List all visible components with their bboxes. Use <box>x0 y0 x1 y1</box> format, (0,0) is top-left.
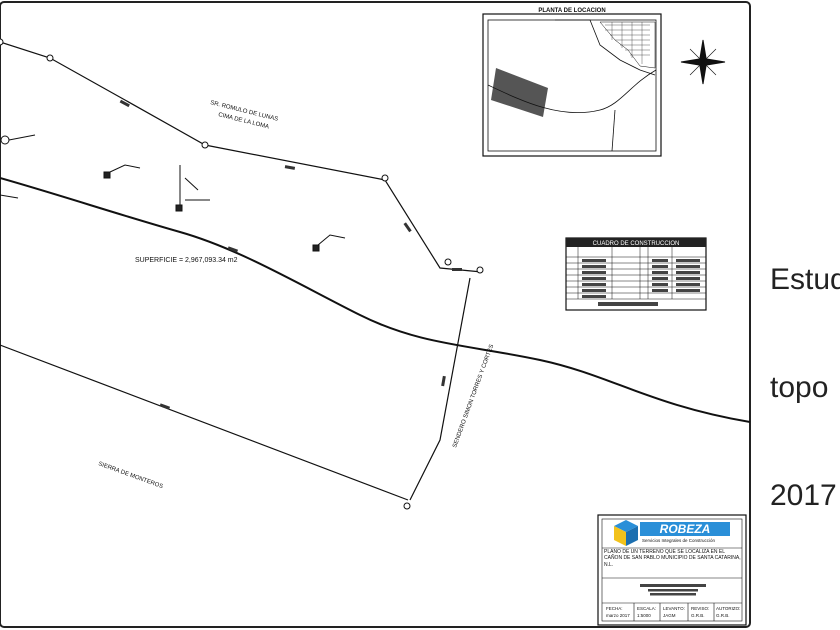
caption-line-2: topo <box>770 371 829 404</box>
cell-label-levanto: LEVANTO: <box>663 606 685 611</box>
construction-table-title: CUADRO DE CONSTRUCCION <box>593 241 680 247</box>
cell-value-fecha: marzo 2017 <box>606 613 630 618</box>
east-boundary <box>409 277 471 501</box>
cell-label-autorizo: AUTORIZO: <box>716 606 740 611</box>
south-boundary <box>0 344 409 501</box>
cell-label-reviso: REVISO: <box>691 606 709 611</box>
company-tagline: Servicios Integrales de Construcción <box>642 538 716 543</box>
construction-table: CUADRO DE CONSTRUCCION <box>565 237 707 311</box>
location-map-title: PLANTA DE LOCACION <box>538 8 605 14</box>
location-map-inset: PLANTA DE LOCACION <box>482 8 662 157</box>
caption-line-1: Estud <box>770 263 840 296</box>
east-label: SENDERO SIMON TORRES Y CORTES <box>452 344 495 449</box>
plan-description: PLANO DE UN TERRENO QUE SE LOCALIZA EN E… <box>604 549 741 568</box>
south-label: SIERRA DE MONTEROS <box>97 461 163 490</box>
company-logo: ROBEZA Servicios Integrales de Construcc… <box>614 520 730 546</box>
site-features <box>0 134 346 252</box>
cell-label-fecha: FECHA: <box>606 606 623 611</box>
cell-value-levanto: JAGM <box>663 613 676 618</box>
superficie-label: SUPERFICIE = 2,967,093.34 m2 <box>135 257 238 264</box>
north-boundary <box>0 41 483 273</box>
location-polygon <box>491 68 548 117</box>
sheet-frame <box>0 1 751 628</box>
cell-value-escala: 1:5000 <box>637 613 651 618</box>
cell-label-escala: ESCALA: <box>637 606 656 611</box>
title-block: ROBEZA Servicios Integrales de Construcc… <box>597 514 747 626</box>
cell-value-autorizo: G.R.B. <box>716 613 730 618</box>
creek-line <box>0 177 751 423</box>
slide-caption: Estud topo 2017 <box>770 190 840 550</box>
company-name: ROBEZA <box>660 522 711 536</box>
north-arrow-icon <box>680 39 726 85</box>
boundary-vertices <box>0 38 484 510</box>
caption-line-3: 2017 <box>770 479 837 512</box>
cell-value-reviso: G.R.B. <box>691 613 705 618</box>
segment-tags <box>119 99 462 410</box>
